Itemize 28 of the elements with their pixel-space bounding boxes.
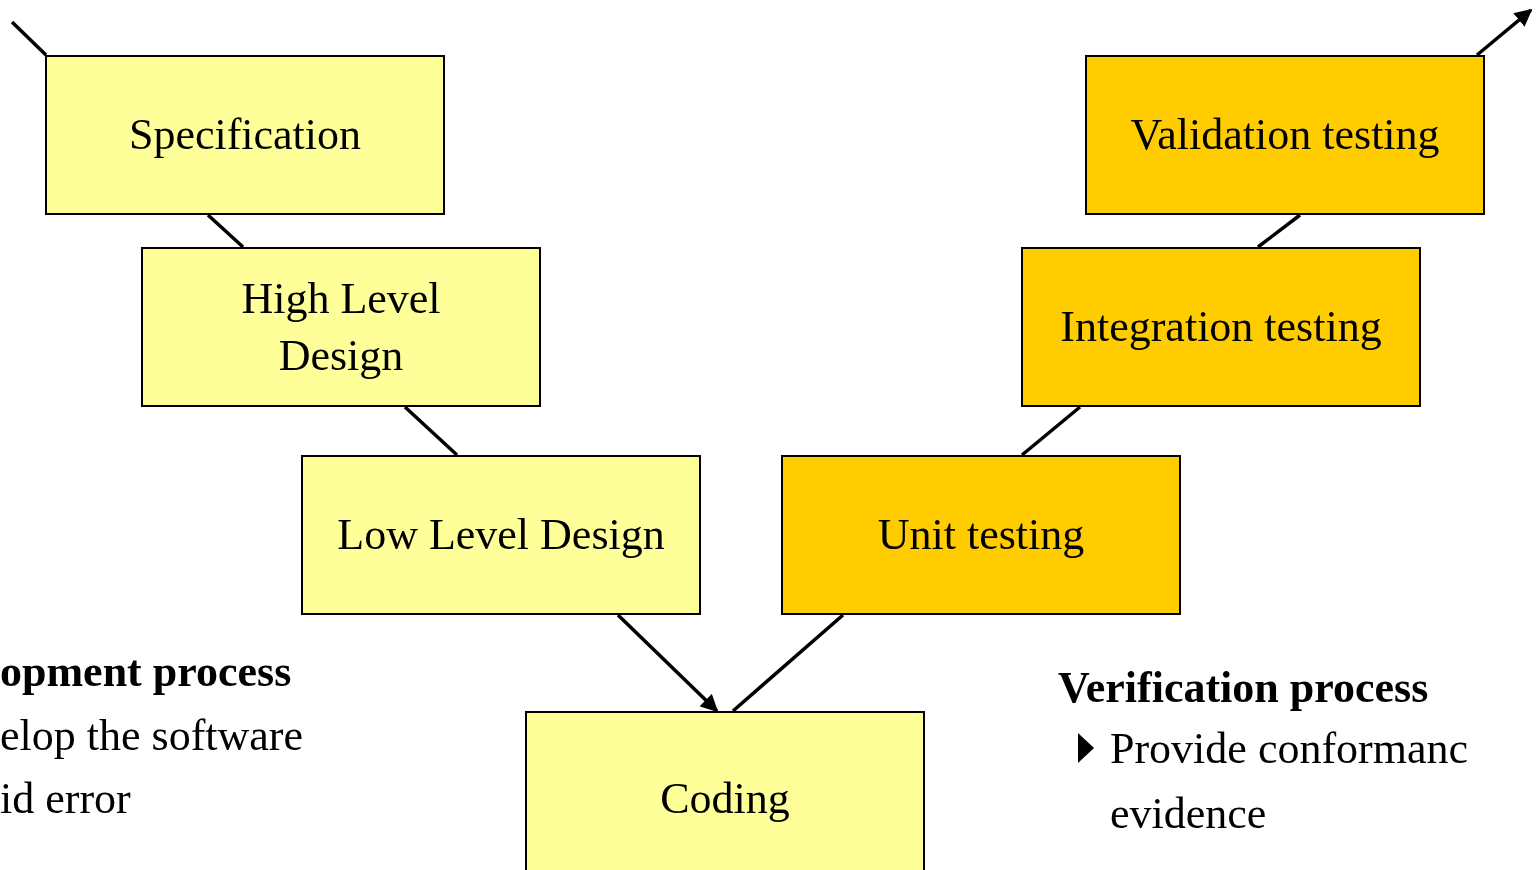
box-label: Specification <box>128 109 362 162</box>
section-heading: opment process <box>0 650 292 694</box>
connector-line <box>403 405 459 457</box>
connector-line <box>616 613 719 713</box>
process-box <box>45 55 445 215</box>
connector-line <box>1020 405 1082 457</box>
connector-line <box>1256 213 1302 249</box>
body-text: Provide conformanc <box>1110 727 1468 771</box>
section-heading: Verification process <box>1058 666 1429 710</box>
connector-line <box>10 20 48 57</box>
box-label: Unit testing <box>877 509 1085 562</box>
box-label: Integration testing <box>1060 301 1382 354</box>
body-text: evidence <box>1110 792 1267 836</box>
process-box <box>141 247 541 407</box>
process-box <box>1085 55 1485 215</box>
box-label: Low Level Design <box>337 509 665 562</box>
body-text: id error <box>0 777 131 821</box>
process-box <box>781 455 1181 615</box>
connector-line <box>731 613 845 713</box>
connector-line <box>206 213 245 249</box>
box-label: High Level Design <box>240 272 442 382</box>
process-box <box>301 455 701 615</box>
connector-line <box>1475 8 1533 57</box>
box-label: Coding <box>660 772 790 825</box>
process-box <box>1021 247 1421 407</box>
body-text: elop the software <box>0 714 303 758</box>
process-box <box>525 711 925 870</box>
box-label: Validation testing <box>1130 109 1440 162</box>
